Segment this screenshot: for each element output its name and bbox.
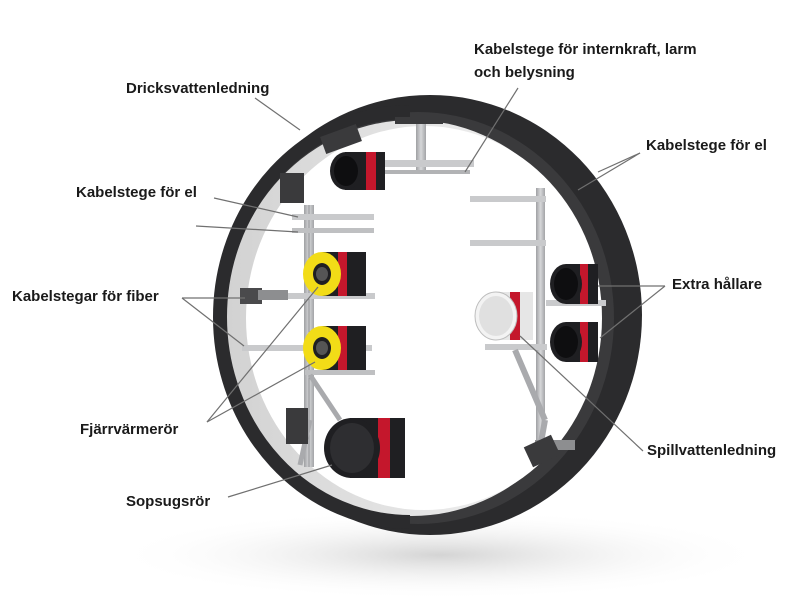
top-cable-ladder <box>378 117 474 174</box>
wall-plates <box>280 124 561 468</box>
leader-spillvatten <box>519 335 644 452</box>
label-kabelstege-el-left: Kabelstege för el <box>76 184 197 201</box>
label-fjarrvarmeror: Fjärrvärmerör <box>80 421 179 438</box>
district-heating-pipe-lower <box>303 326 366 370</box>
label-internkraft-line2: och belysning <box>474 64 575 81</box>
leader-fjarrvarme-1 <box>206 286 319 423</box>
leader-dricksvatten <box>254 97 301 131</box>
label-extra-hallare: Extra hållare <box>672 276 763 293</box>
label-spillvattenledning: Spillvattenledning <box>647 442 777 459</box>
leader-extra-2 <box>599 285 666 339</box>
floor-shadow <box>110 510 770 600</box>
label-internkraft-line1: Kabelstege för internkraft, larm <box>474 41 697 58</box>
extra-holder-pipe-lower <box>550 322 598 362</box>
extra-holder-pipe-upper <box>550 264 598 304</box>
district-heating-pipe-upper <box>303 252 366 296</box>
leader-el-right-2 <box>577 152 641 191</box>
leader-lines <box>181 87 666 498</box>
leader-fjarrvarme-2 <box>206 361 316 423</box>
drinking-water-pipe <box>330 152 385 190</box>
sewer-pipe <box>474 291 533 341</box>
label-dricksvattenledning: Dricksvattenledning <box>126 80 270 97</box>
label-sopsugsror: Sopsugsrör <box>126 493 211 510</box>
waste-suction-pipe <box>324 418 405 478</box>
label-kabelstege-el-right: Kabelstege för el <box>646 137 767 154</box>
leader-internkraft <box>464 87 519 173</box>
leader-el-right-1 <box>597 152 641 173</box>
leader-el-left-1 <box>213 197 299 218</box>
leader-el-left-2 <box>195 225 299 233</box>
leader-fiber-2 <box>181 297 245 347</box>
label-kabelstegar-fiber: Kabelstegar för fiber <box>12 288 159 305</box>
leader-sopsug <box>227 464 333 498</box>
